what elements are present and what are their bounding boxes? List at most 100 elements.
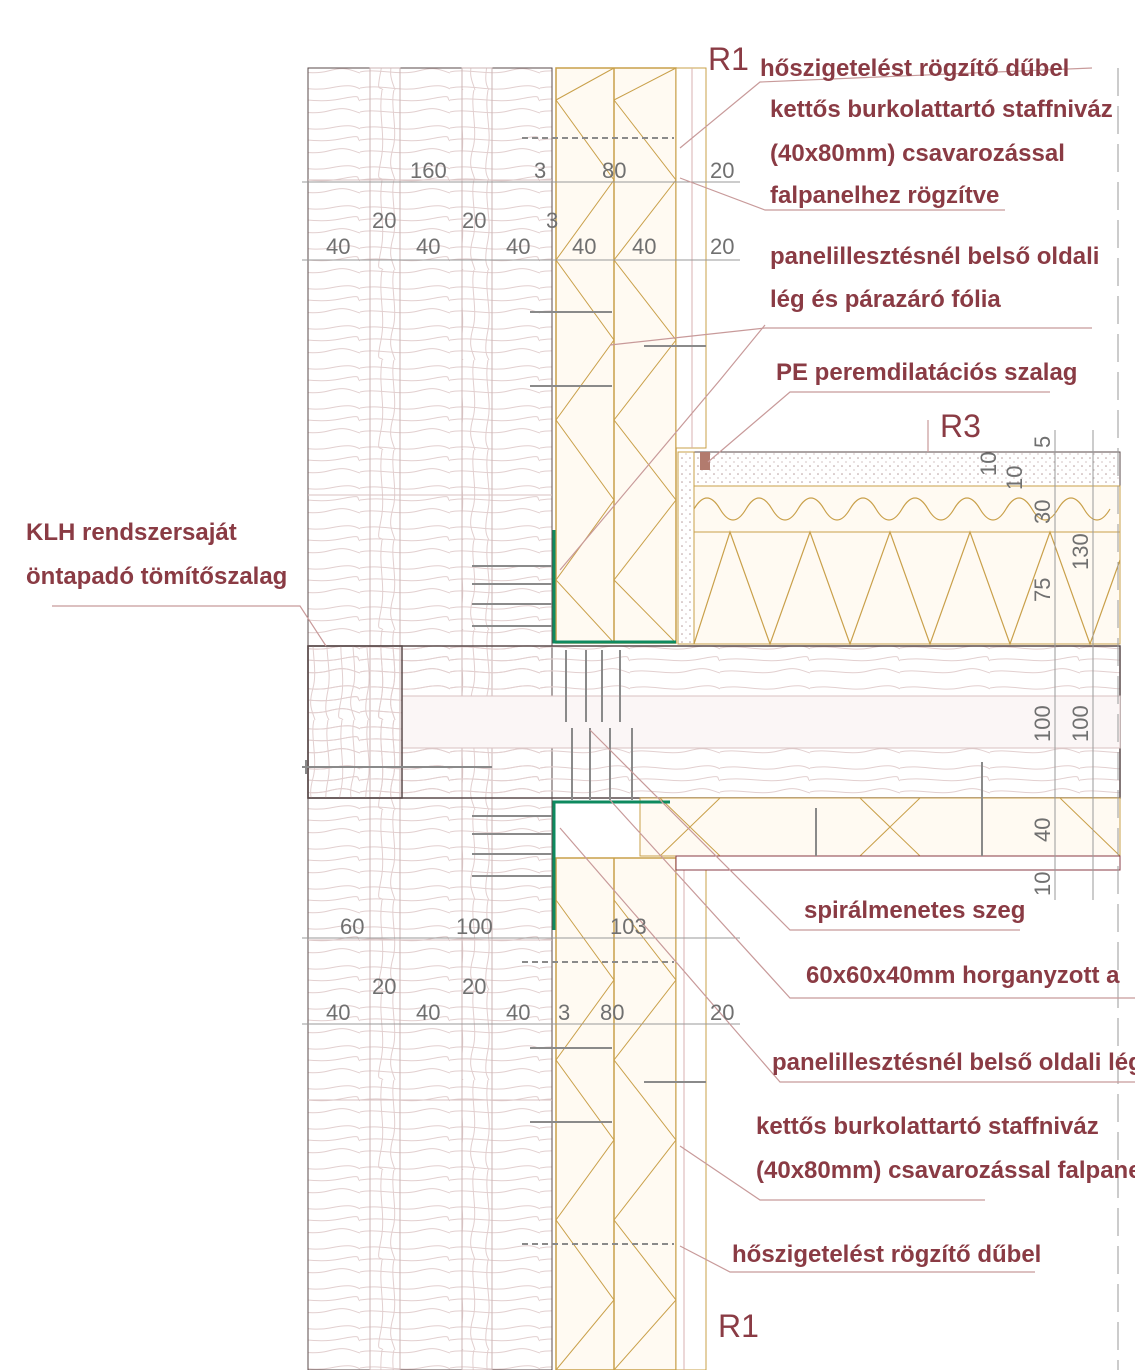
ceiling-battens	[639, 797, 1121, 857]
dim-text: 3	[558, 1000, 570, 1025]
dim-text: 20	[710, 234, 734, 259]
dim-text: 160	[410, 158, 447, 183]
screed-layer	[693, 451, 1121, 487]
floor-lamella-mid	[401, 695, 1121, 749]
membrane-upper	[552, 530, 676, 644]
label-folia-bottom: panelillesztésnél belső oldali lég	[772, 1049, 1135, 1076]
dim-text: 40	[506, 234, 530, 259]
pe-edge-strip-top	[700, 452, 710, 470]
dim-text: 100	[456, 914, 493, 939]
reference-r1-bottom: R1	[718, 1308, 759, 1344]
dim-text: 20	[462, 208, 486, 233]
insulation-dowel	[522, 137, 674, 1245]
label-staff-bottom-1: kettős burkolattartó staffniváz	[756, 1113, 1099, 1140]
dim-text: 10	[1030, 872, 1055, 896]
dim-text: 20	[372, 974, 396, 999]
leader-dubel-top	[679, 67, 1093, 149]
label-klh-2: öntapadó tömítőszalag	[26, 563, 287, 590]
leader-lines	[52, 67, 1135, 1273]
spiral-nail	[565, 650, 621, 722]
wall-nails-lower	[472, 815, 552, 877]
fill-insulation	[693, 531, 1121, 645]
dim-text: 40	[416, 1000, 440, 1025]
leader-folia-top	[609, 327, 1092, 346]
label-folia-top-2: lég és párazáró fólia	[770, 286, 1001, 313]
ceiling-screw	[815, 762, 983, 856]
dim-text: 20	[372, 208, 396, 233]
dim-text: 20	[710, 158, 734, 183]
label-pe-szalag: PE peremdilatációs szalag	[776, 359, 1077, 386]
fill-insulation-zigzag	[693, 530, 1121, 646]
dim-text: 40	[326, 234, 350, 259]
dim-text: 80	[600, 1000, 624, 1025]
leader-folia-bottom	[559, 827, 1135, 1083]
sealing-membrane	[552, 530, 676, 930]
dim-text: 3	[546, 208, 558, 233]
dim-text: 40	[572, 234, 596, 259]
leader-staff-bottom	[679, 1145, 985, 1201]
dim-text: 20	[710, 1000, 734, 1025]
wall-nails-upper	[472, 565, 552, 627]
leader-klh	[52, 605, 327, 647]
dim-text: 5	[1030, 436, 1055, 448]
impact-insulation-waves	[693, 497, 1111, 521]
dim-text: 40	[326, 1000, 350, 1025]
reference-r3: R3	[940, 408, 981, 444]
insulation-hatch	[555, 67, 677, 644]
impact-insulation	[693, 485, 1121, 533]
ceiling-buildup	[639, 797, 1121, 871]
dimension-lines	[302, 68, 1119, 1370]
long-screw	[302, 760, 492, 774]
facade-board-upper	[675, 67, 707, 449]
label-klh-1: KLH rendszersaját	[26, 519, 237, 546]
floor-buildup	[677, 451, 1121, 646]
facade-board-lower	[675, 857, 707, 1370]
spiral-nail	[571, 728, 633, 800]
label-dubel-bottom: hőszigetelést rögzítő dűbel	[732, 1241, 1041, 1268]
fasteners	[302, 137, 983, 1245]
dim-text: 40	[416, 234, 440, 259]
dim-text: 100	[1030, 705, 1055, 742]
leader-staff-top	[679, 177, 1005, 211]
membrane-lower	[552, 800, 670, 930]
dim-text: 30	[1030, 500, 1055, 524]
leader-pe-2	[559, 324, 766, 571]
facade-screw	[644, 345, 706, 1083]
dim-text: 10	[976, 452, 1001, 476]
label-staff-bottom-2: (40x80mm) csavarozással falpane	[756, 1157, 1135, 1184]
dim-text: 100	[1068, 705, 1093, 742]
pe-edge-strip	[677, 451, 695, 645]
wall-insulation-upper	[555, 67, 707, 644]
leader-szeg	[589, 729, 1020, 931]
dim-text: 3	[534, 158, 546, 183]
dim-text: 80	[602, 158, 626, 183]
dim-text: 40	[632, 234, 656, 259]
dim-text: 103	[610, 914, 647, 939]
leader-dubel-bottom	[679, 1245, 1035, 1273]
label-horgany: 60x60x40mm horganyzott a	[806, 962, 1120, 989]
floor-notch	[307, 645, 403, 799]
dim-text: 40	[506, 1000, 530, 1025]
reference-r1-top: R1	[708, 41, 749, 77]
leader-horgany	[609, 799, 1135, 999]
label-staff-top-1: kettős burkolattartó staffniváz	[770, 96, 1113, 123]
ceiling-battens-hatch	[659, 797, 1121, 857]
dim-text: 75	[1030, 578, 1055, 602]
dim-text: 60	[340, 914, 364, 939]
label-dubel-top: hőszigetelést rögzítő dűbel	[760, 55, 1069, 82]
wall-insulation-lower	[555, 857, 707, 1370]
dim-text: 130	[1068, 533, 1093, 570]
dim-text: 10	[1002, 466, 1027, 490]
insulation-layer	[555, 67, 677, 644]
label-staff-top-3: falpanelhez rögzítve	[770, 182, 999, 209]
dim-text: 20	[462, 974, 486, 999]
leader-pe	[707, 391, 1050, 463]
floor-slab	[307, 645, 1121, 799]
ceiling-board	[675, 855, 1121, 871]
batten-screw	[530, 311, 612, 1123]
label-folia-top-1: panelillesztésnél belső oldali	[770, 243, 1099, 270]
label-staff-top-2: (40x80mm) csavarozással	[770, 140, 1065, 167]
label-szeg: spirálmenetes szeg	[804, 897, 1025, 924]
dim-text: 40	[1030, 818, 1055, 842]
